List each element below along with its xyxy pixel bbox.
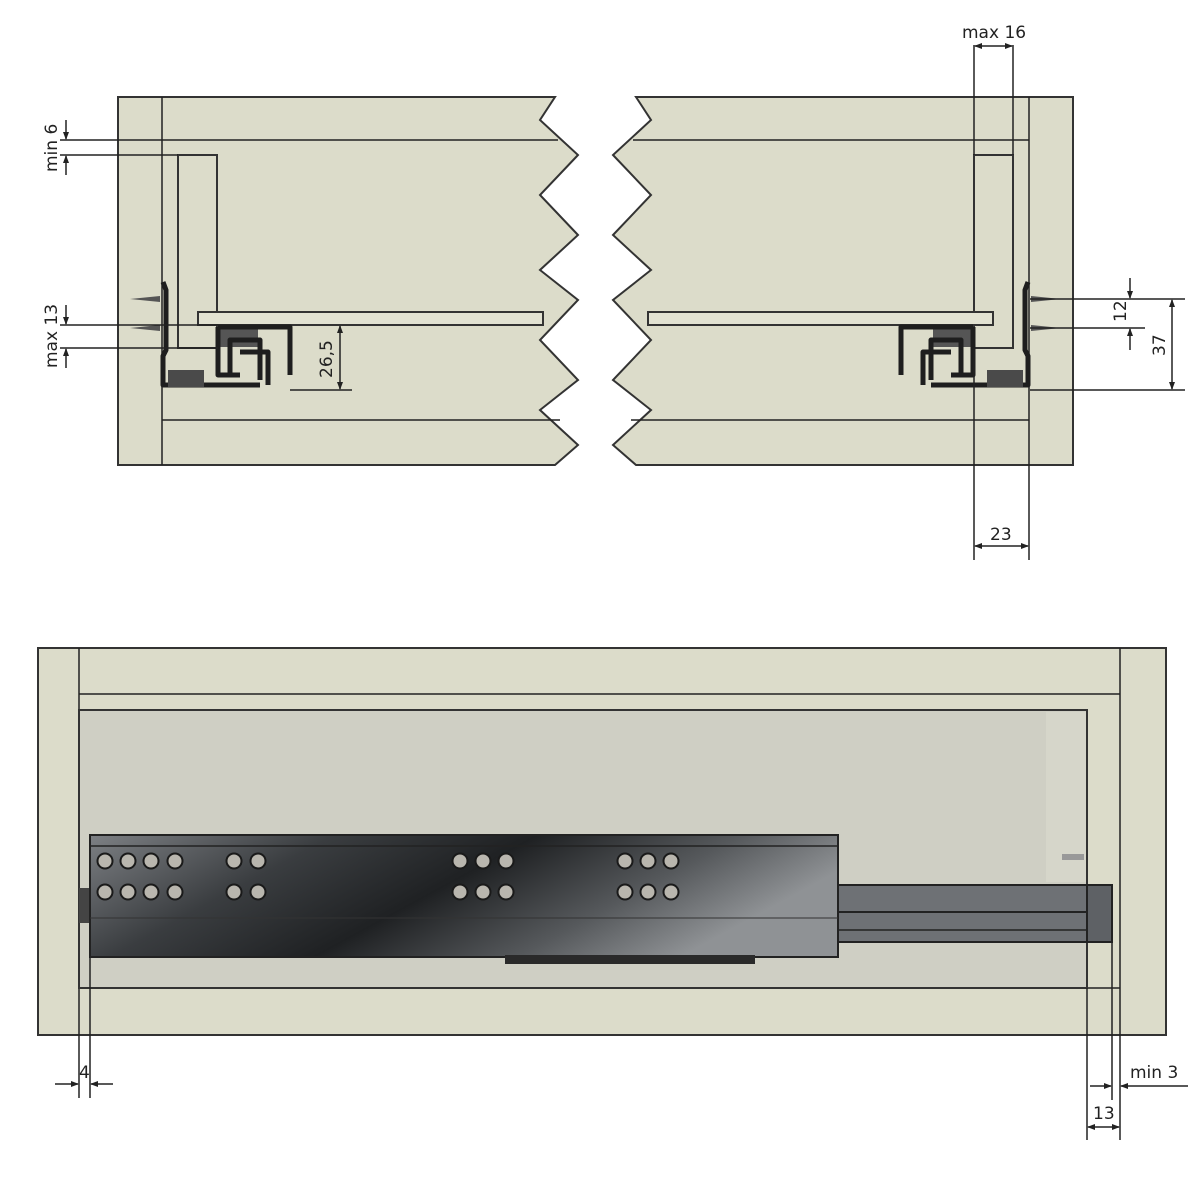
mounting-hole: [497, 852, 515, 870]
dim-label-13: 13: [1093, 1104, 1115, 1124]
mounting-hole: [662, 852, 680, 870]
mounting-hole: [474, 883, 492, 901]
mounting-hole: [451, 883, 469, 901]
dim-label-23: 23: [990, 525, 1012, 545]
mounting-hole: [474, 852, 492, 870]
dim-min-6: min 6: [42, 120, 178, 175]
mounting-hole: [96, 883, 114, 901]
mounting-hole: [662, 883, 680, 901]
dim-4: 4: [55, 957, 113, 1098]
dim-label-min-3: min 3: [1130, 1063, 1178, 1083]
mounting-hole: [119, 852, 137, 870]
mounting-hole: [639, 852, 657, 870]
dim-13-side: 13: [1087, 1104, 1120, 1130]
dim-12: 12: [1030, 278, 1185, 350]
side-view-section: 4 min 3 13: [37, 647, 1188, 1140]
runner-extension-rails: [837, 884, 1113, 943]
runner-mounting-holes: [96, 852, 680, 901]
mounting-hole: [166, 883, 184, 901]
dim-23: 23: [973, 348, 1030, 560]
mounting-hole: [497, 883, 515, 901]
mounting-hole: [249, 883, 267, 901]
top-view-right-section: max 16 12 37 23: [613, 23, 1185, 560]
mounting-hole: [249, 852, 267, 870]
mounting-hole: [225, 883, 243, 901]
mounting-hole: [119, 883, 137, 901]
mounting-hole: [96, 852, 114, 870]
mounting-hole: [225, 852, 243, 870]
dim-label-12: 12: [1111, 300, 1131, 322]
dim-max-16: max 16: [962, 23, 1026, 155]
top-view-left-section: min 6 max 13 26,5: [42, 97, 578, 465]
mounting-hole: [639, 883, 657, 901]
dim-37: 37: [1030, 299, 1185, 391]
dim-label-26-5: 26,5: [317, 340, 337, 378]
dim-label-max-16: max 16: [962, 23, 1026, 43]
dim-26-5: 26,5: [290, 325, 352, 391]
dim-min-3: min 3: [1086, 942, 1188, 1140]
mounting-hole: [142, 852, 160, 870]
dim-label-min-6: min 6: [42, 124, 62, 172]
dim-label-4: 4: [79, 1063, 90, 1083]
dim-max-13: max 13: [42, 304, 218, 368]
mounting-hole: [451, 852, 469, 870]
mounting-hole: [142, 883, 160, 901]
runner-body: [89, 834, 839, 964]
mounting-hole: [616, 883, 634, 901]
dim-label-max-13: max 13: [42, 304, 62, 368]
mounting-hole: [166, 852, 184, 870]
dim-label-37: 37: [1150, 334, 1170, 356]
mounting-hole: [616, 852, 634, 870]
